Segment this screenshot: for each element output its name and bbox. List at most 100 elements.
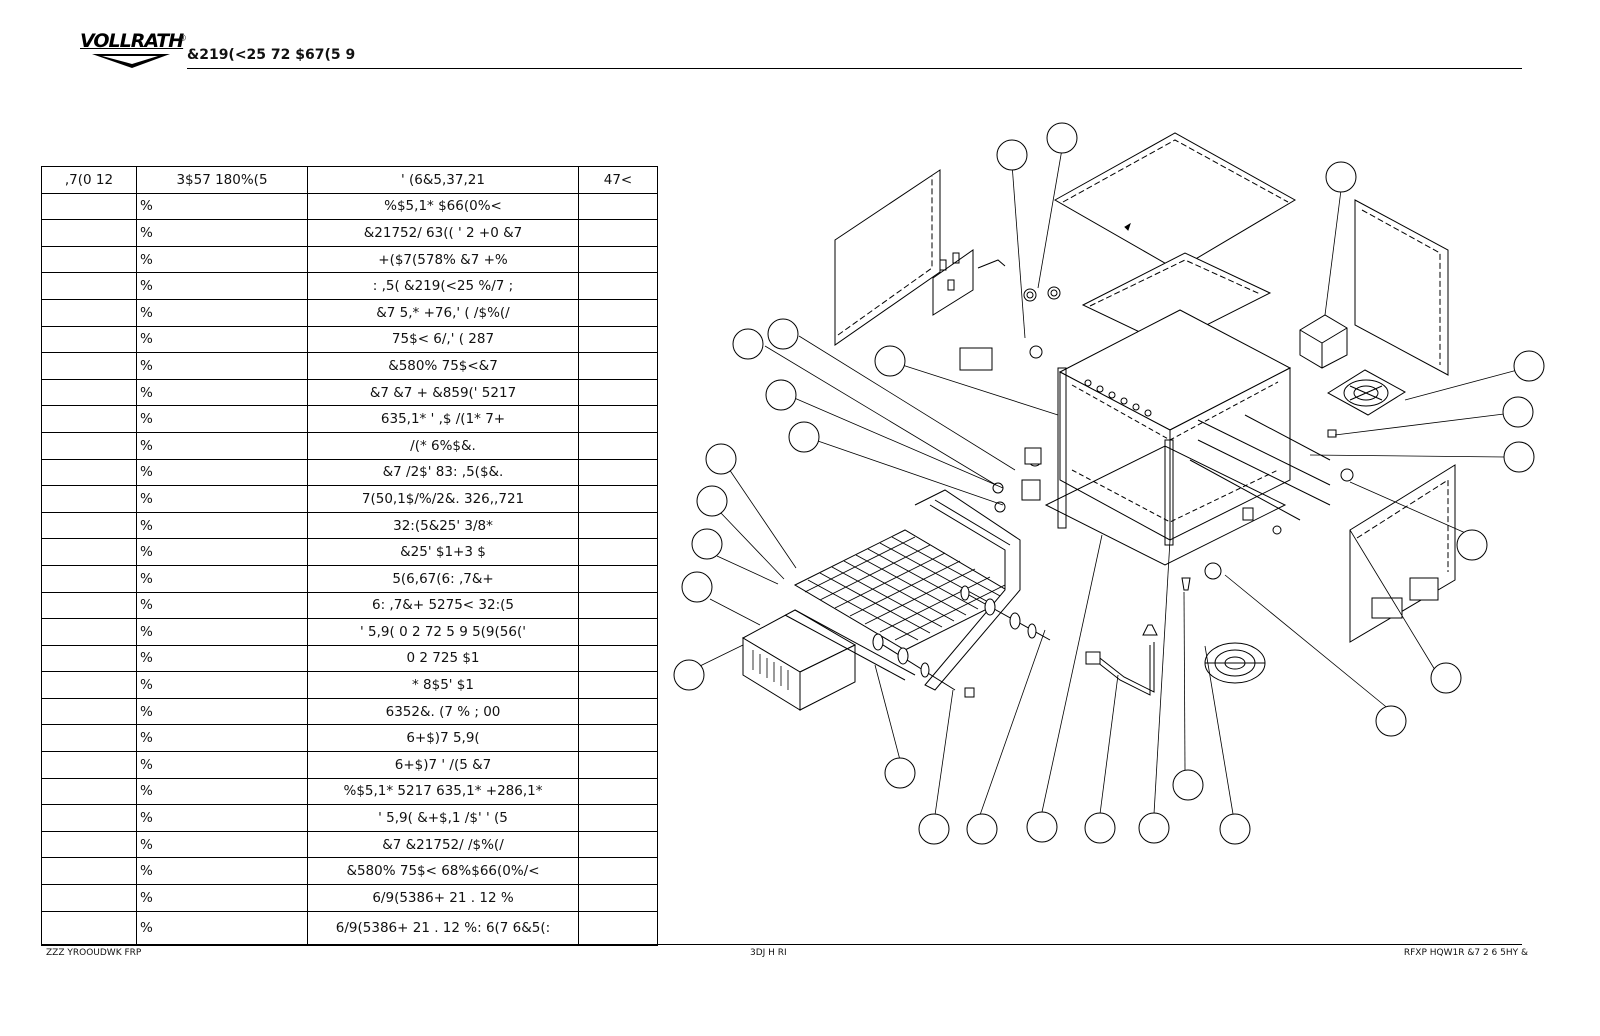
description-cell: 32:(5&25' 3/8* (307, 511, 579, 540)
left-side-panel (834, 169, 941, 346)
registered-mark: ® (178, 34, 187, 44)
description-cell: %$5,1* $66(0%< (307, 192, 579, 221)
column-header-qty: 47< (578, 166, 658, 194)
callout-bubble (1138, 812, 1170, 844)
callout-bubble (1084, 812, 1116, 844)
table-row: %6352&. (7 % ; 00 (41, 697, 658, 726)
callout-circle (681, 571, 713, 603)
table-row: %&580% 75$< 68%$66(0%/< (41, 857, 658, 886)
table-row: %&580% 75$<&7 (41, 352, 658, 380)
callout-circle (996, 139, 1028, 171)
part-number-cell: % (136, 724, 308, 753)
exploded-parts-diagram (673, 122, 1545, 845)
control-knobs (959, 286, 1061, 513)
description-cell: &7 /2$' 83: ,5($&. (307, 458, 579, 487)
logo-swoosh-icon (92, 54, 170, 68)
description-cell: 6+$)7 ' /(5 &7 (307, 751, 579, 779)
quantity-cell (578, 378, 658, 407)
callout-circle (1138, 812, 1170, 844)
callout-bubble (696, 485, 728, 517)
quantity-cell (578, 644, 658, 673)
description-cell: ' 5,9( 0 2 72 5 9 5(9(56(' (307, 618, 579, 646)
description-cell: 6/9(5386+ 21 . 12 %: 6(7 6&5(: (307, 910, 579, 946)
item-number-cell (41, 245, 137, 274)
drive-shaft (872, 585, 1051, 698)
callout-circle (691, 528, 723, 560)
callout-circle (1219, 813, 1251, 845)
table-row: %6: ,7&+ 5275< 32:(5 (41, 591, 658, 620)
item-number-cell (41, 378, 137, 407)
quantity-cell (578, 724, 658, 753)
quantity-cell (578, 485, 658, 513)
quantity-cell (578, 671, 658, 699)
quantity-cell (578, 458, 658, 487)
item-number-cell (41, 298, 137, 327)
column-header-item: ,7(0 12 (41, 166, 137, 194)
rear-panel (1349, 464, 1456, 643)
callout-circle (765, 379, 797, 411)
table-row: %&7 /2$' 83: ,5($&. (41, 458, 658, 487)
callout-bubble (767, 318, 799, 350)
part-number-cell: % (136, 777, 308, 806)
description-cell: &7 5,* +76,' ( /$%(/ (307, 298, 579, 327)
table-row: %75$< 6/,' ( 287 (41, 325, 658, 354)
description-cell: 5(6,67(6: ,7&+ (307, 564, 579, 593)
quantity-cell (578, 804, 658, 832)
callout-bubble (1513, 350, 1545, 382)
callout-bubble (1502, 396, 1534, 428)
table-row: %* 8$5' $1 (41, 671, 658, 699)
callout-circle (1502, 396, 1534, 428)
item-number-cell (41, 325, 137, 354)
crumb-tray (741, 609, 916, 711)
item-number-cell (41, 618, 137, 646)
quantity-cell (578, 564, 658, 593)
description-cell: 6/9(5386+ 21 . 12 % (307, 884, 579, 912)
item-number-cell (41, 591, 137, 620)
callout-bubble (918, 813, 950, 845)
item-number-cell (41, 431, 137, 460)
callout-bubble (1375, 705, 1407, 737)
description-cell: ' 5,9( &+$,1 /$' ' (5 (307, 804, 579, 832)
part-number-cell: % (136, 884, 308, 912)
table-row: %&21752/ 63(( ' 2 +0 &7 (41, 219, 658, 247)
callout-circle (1084, 812, 1116, 844)
quantity-cell (578, 192, 658, 221)
callout-circle (918, 813, 950, 845)
quantity-cell (578, 538, 658, 566)
callout-circle (966, 813, 998, 845)
column-header-part-number: 3$57 180%(5 (136, 166, 308, 194)
table-row: %' 5,9( 0 2 72 5 9 5(9(56(' (41, 618, 658, 646)
description-cell: * 8$5' $1 (307, 671, 579, 699)
description-cell: 7(50,1$/%/2&. 326,,721 (307, 485, 579, 513)
quantity-cell (578, 325, 658, 354)
part-number-cell: % (136, 272, 308, 300)
callout-circle (1503, 441, 1535, 473)
callout-bubble (1046, 122, 1078, 154)
item-number-cell (41, 644, 137, 673)
item-number-cell (41, 910, 137, 946)
description-cell: +($7(578% &7 +% (307, 245, 579, 274)
part-number-cell: % (136, 431, 308, 460)
item-number-cell (41, 830, 137, 859)
header-rule (187, 68, 1522, 69)
description-cell: &7 &21752/ /$%(/ (307, 830, 579, 859)
table-row: %%$5,1* $66(0%< (41, 192, 658, 221)
part-number-cell: % (136, 298, 308, 327)
callout-bubble (966, 813, 998, 845)
heating-elements (1189, 414, 1331, 521)
callout-bubbles (673, 122, 1545, 845)
item-number-cell (41, 192, 137, 221)
item-number-cell (41, 857, 137, 886)
part-number-cell: % (136, 485, 308, 513)
table-row: %6/9(5386+ 21 . 12 %: 6(7 6&5(: (41, 910, 658, 946)
description-cell: 6: ,7&+ 5275< 32:(5 (307, 591, 579, 620)
description-cell: : ,5( &219(<25 %/7 ; (307, 272, 579, 300)
quantity-cell (578, 618, 658, 646)
callout-circle (673, 659, 705, 691)
description-cell: /(* 6%$&. (307, 431, 579, 460)
document-title: &219(<25 72 $67(5 9 (187, 47, 356, 63)
item-number-cell (41, 538, 137, 566)
table-row: %0 2 725 $1 (41, 644, 658, 673)
callout-circle (696, 485, 728, 517)
part-number-cell: % (136, 192, 308, 221)
